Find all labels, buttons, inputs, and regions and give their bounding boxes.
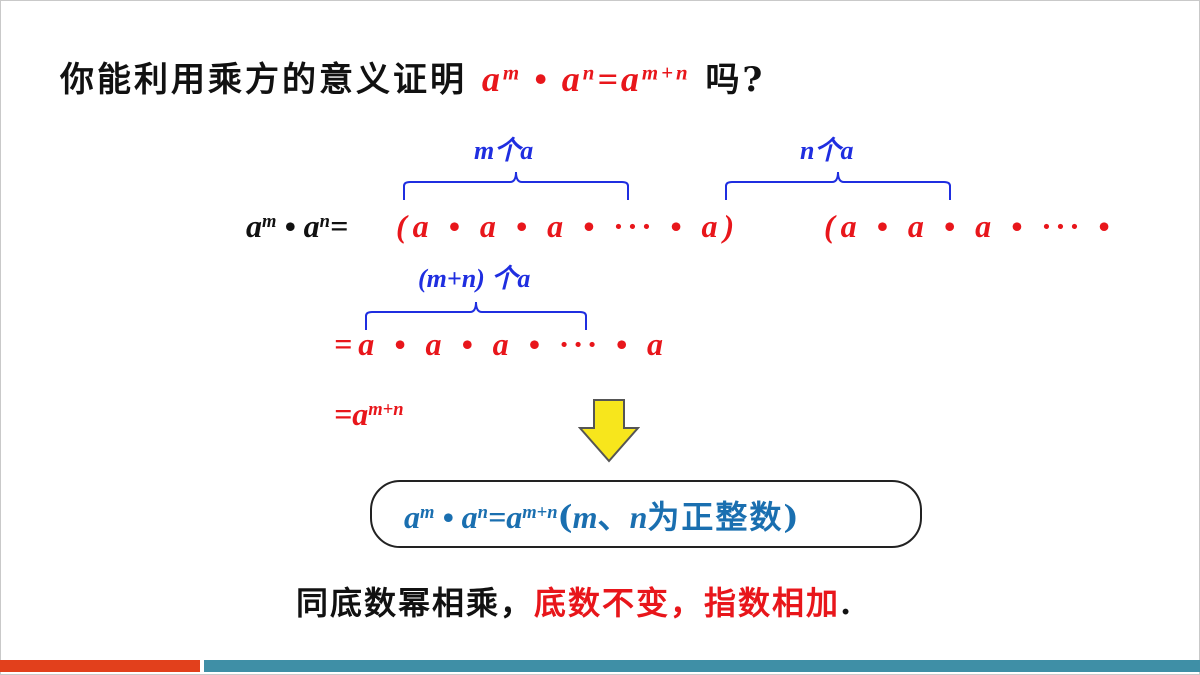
page-title: 你能利用乘方的意义证明 am • an=am+n 吗? (60, 52, 765, 101)
down-arrow-icon (578, 399, 640, 463)
brace-label-m: m个a (474, 136, 534, 165)
line3-result: =am+n (334, 396, 404, 432)
line1-group1: (a • a • a • ··· • a) (396, 208, 741, 244)
brace-label-n: n个a (800, 136, 854, 165)
brace-mn (365, 301, 587, 330)
summary-rule: 同底数幂相乘，底数不变，指数相加. (296, 578, 853, 624)
title-question-end: 吗? (705, 60, 766, 100)
summary-part2: 底数不变， (534, 584, 705, 622)
title-question: 你能利用乘方的意义证明 (60, 60, 467, 100)
line2-product: =a • a • a • ··· • a (334, 326, 670, 362)
result-formula: am • an=am+n(m、n为正整数) (404, 498, 799, 536)
result-box (370, 480, 922, 548)
line1-group2: (a • a • a • ··· • (824, 208, 1116, 244)
brace-label-mn: (m+n) 个a (418, 264, 531, 293)
summary-part1: 同底数幂相乘， (296, 584, 535, 622)
footer-bar-teal (204, 660, 1200, 672)
summary-end: . (840, 584, 854, 622)
title-formula: am • an=am+n (481, 59, 691, 99)
summary-part3: 指数相加 (704, 584, 841, 622)
line1-lhs: am • an= (246, 208, 349, 244)
footer-bar-orange (0, 660, 200, 672)
brace-n (725, 171, 951, 200)
brace-m (403, 171, 629, 200)
